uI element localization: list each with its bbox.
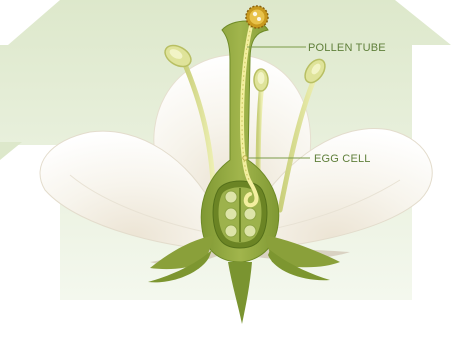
anther-center bbox=[254, 69, 268, 91]
pollen-tube-label: POLLEN TUBE bbox=[308, 42, 386, 54]
ovary bbox=[213, 181, 267, 248]
egg-cell-marker bbox=[243, 156, 247, 160]
egg-cell-label: EGG CELL bbox=[314, 153, 371, 165]
pollen-grain bbox=[246, 6, 268, 28]
